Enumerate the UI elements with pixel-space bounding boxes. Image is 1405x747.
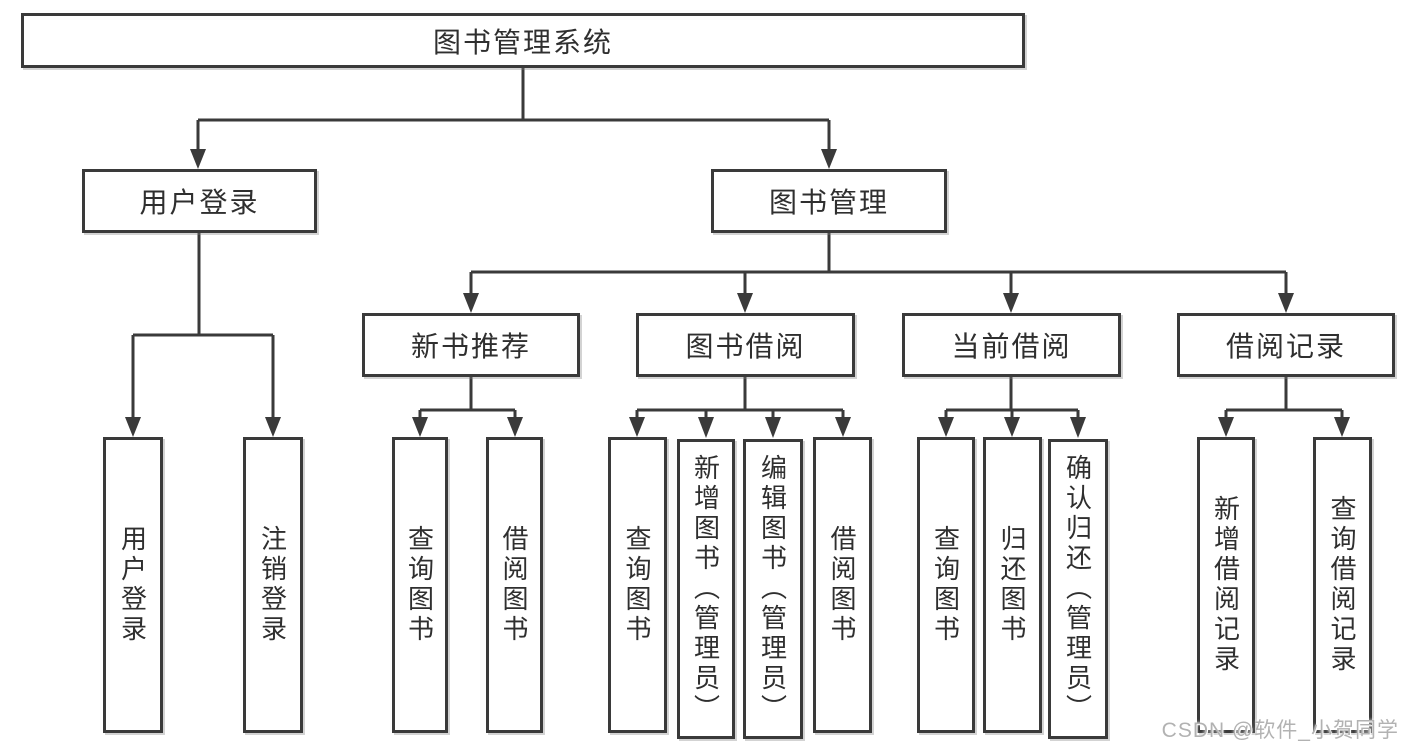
arrowhead-icon [938,417,954,437]
arrowhead-icon [190,149,206,169]
leaf-borrow-books-borrow: 借阅图书 [813,437,872,733]
connector-book-management-to-level3 [463,233,1294,313]
leaf-add-book-admin: 新增图书（管理员） [677,439,735,739]
leaf-query-books-borrow: 查询图书 [608,437,667,733]
arrowhead-icon [765,417,781,438]
arrowhead-icon [265,417,281,437]
arrowhead-icon [1070,417,1086,438]
leaf-confirm-return-admin: 确认归还（管理员） [1048,439,1108,739]
connector-user-login-to-leaves [125,233,281,437]
arrowhead-icon [1334,417,1350,437]
leaf-user-login: 用户登录 [103,437,163,733]
arrowhead-icon [821,149,837,169]
arrowhead-icon [125,417,141,437]
arrowhead-icon [1003,293,1019,313]
connector-root-to-level2 [190,68,837,169]
arrowhead-icon [1004,417,1020,437]
arrowhead-icon [629,417,645,437]
connector-new-book-recommend-to-leaves [412,377,523,437]
node-root-library-management-system: 图书管理系统 [21,13,1025,68]
leaf-query-borrow-record: 查询借阅记录 [1313,437,1372,733]
arrowhead-icon [507,417,523,437]
arrowhead-icon [1278,293,1294,313]
connector-borrow-record-to-leaves [1218,377,1350,437]
leaf-logout: 注销登录 [243,437,303,733]
arrowhead-icon [835,417,851,437]
connector-book-borrow-to-leaves [629,377,851,438]
leaf-query-books-current: 查询图书 [917,437,975,733]
node-book-borrow: 图书借阅 [636,313,855,377]
node-borrow-records: 借阅记录 [1177,313,1395,377]
leaf-query-books-recommend: 查询图书 [392,437,448,733]
arrowhead-icon [737,293,753,313]
node-user-login: 用户登录 [82,169,317,233]
csdn-watermark: CSDN @软件_小贺同学 [1161,719,1399,742]
leaf-add-borrow-record: 新增借阅记录 [1197,437,1255,733]
arrowhead-icon [412,417,428,437]
node-current-borrow: 当前借阅 [902,313,1121,377]
arrowhead-icon [463,293,479,313]
leaf-edit-book-admin: 编辑图书（管理员） [743,439,803,739]
leaf-borrow-books-recommend: 借阅图书 [486,437,543,733]
arrowhead-icon [1218,417,1234,437]
node-new-book-recommend: 新书推荐 [362,313,580,377]
connector-current-borrow-to-leaves [938,377,1086,438]
leaf-return-book: 归还图书 [983,437,1042,733]
node-book-management: 图书管理 [711,169,947,233]
arrowhead-icon [698,417,714,438]
